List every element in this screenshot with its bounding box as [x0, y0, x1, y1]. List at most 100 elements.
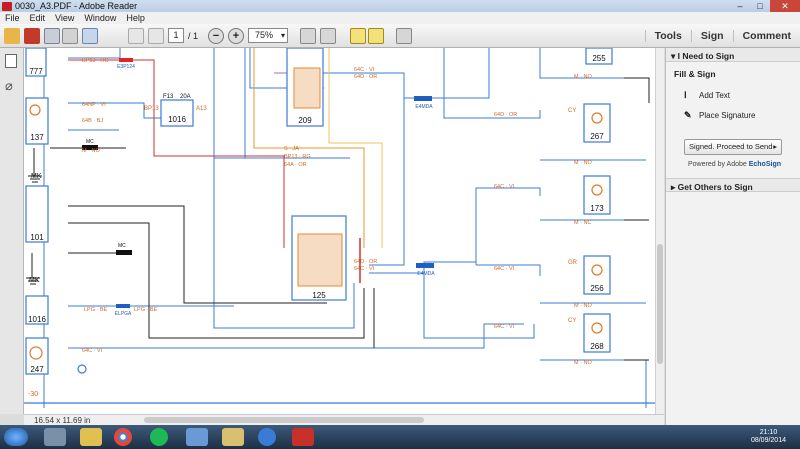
svg-text:M · NO: M · NO	[574, 74, 592, 80]
svg-text:64C · VI: 64C · VI	[494, 266, 515, 272]
menu-help[interactable]: Help	[126, 13, 145, 23]
previous-page-icon[interactable]	[128, 28, 144, 44]
svg-text:LPG · BE: LPG · BE	[84, 307, 108, 313]
vertical-scrollbar[interactable]	[655, 48, 664, 414]
horizontal-scrollbar[interactable]: 16.54 x 11.69 in	[24, 414, 664, 425]
component-255	[585, 48, 613, 65]
minimize-button[interactable]: –	[737, 1, 743, 11]
component-101	[25, 185, 49, 243]
label-e4mda-2: E4MDA	[417, 271, 435, 277]
svg-text:M · NC: M · NC	[574, 220, 591, 226]
taskbar-chrome-icon[interactable]	[114, 428, 132, 446]
fit-page-icon[interactable]	[300, 28, 316, 44]
label-125: 125	[312, 291, 326, 300]
navigation-pane: ⌀	[0, 48, 24, 414]
label-255: 255	[592, 54, 606, 63]
zoom-in-icon[interactable]: +	[228, 28, 244, 44]
connector-e3p124	[119, 58, 133, 62]
label-e4mda-1: E4MDA	[415, 104, 433, 110]
comment-icon[interactable]	[350, 28, 366, 44]
label-247: 247	[30, 365, 44, 374]
svg-text:64D · OR: 64D · OR	[354, 259, 377, 265]
label-173: 173	[590, 204, 604, 213]
tools-link[interactable]: Tools	[644, 30, 691, 42]
page-number-input[interactable]: 1	[168, 28, 184, 43]
taskbar-explorer-icon[interactable]	[44, 428, 66, 446]
label-e3p124: E3P124	[117, 64, 135, 70]
start-button[interactable]	[4, 428, 28, 446]
label-209: 209	[298, 116, 312, 125]
window-title: 0030_A3.PDF - Adobe Reader	[15, 1, 138, 11]
label-268: 268	[590, 342, 604, 351]
zoom-select[interactable]: 75%	[248, 28, 288, 43]
component-777	[25, 48, 47, 77]
label-20a: 20A	[180, 94, 191, 100]
label-mk-2: MK	[29, 277, 40, 284]
sign-link[interactable]: Sign	[690, 30, 733, 42]
create-pdf-icon[interactable]	[24, 28, 40, 44]
label-mc-2: MC	[118, 243, 126, 249]
page-total: / 1	[188, 31, 199, 41]
taskbar-spotify-icon[interactable]	[150, 428, 168, 446]
taskbar-adobe-reader-icon[interactable]	[292, 428, 314, 446]
fit-width-icon[interactable]	[320, 28, 336, 44]
vertical-scroll-thumb[interactable]	[657, 244, 663, 364]
zoom-out-icon[interactable]: −	[208, 28, 224, 44]
svg-text:BP13 · RG: BP13 · RG	[82, 58, 109, 64]
label-1016-fuse: 1016	[168, 115, 186, 124]
section-i-need-to-sign[interactable]: ▾ I Need to Sign	[666, 48, 800, 62]
svg-text:M · NO: M · NO	[574, 160, 592, 166]
taskbar-app-icon[interactable]	[186, 428, 208, 446]
email-icon[interactable]	[82, 28, 98, 44]
page-size-readout: 16.54 x 11.69 in	[34, 416, 91, 425]
maximize-button[interactable]: □	[757, 1, 763, 11]
label-mc-1: MC	[86, 139, 94, 145]
place-signature-tool[interactable]: ✎Place Signature	[684, 109, 756, 120]
section-get-others-to-sign[interactable]: ▸ Get Others to Sign	[666, 178, 800, 192]
next-page-icon[interactable]	[148, 28, 164, 44]
svg-text:64D · OR: 64D · OR	[494, 112, 517, 118]
comment-link[interactable]: Comment	[732, 30, 800, 42]
adobe-reader-icon	[2, 1, 12, 11]
label-1016: 1016	[28, 315, 46, 324]
pages-icon[interactable]	[5, 54, 17, 68]
wiring-diagram: BP13 · RG 64NP · VI 64B · BJ M · NO 64C …	[24, 48, 655, 408]
horizontal-scroll-thumb[interactable]	[144, 417, 424, 423]
svg-text:M · NO: M · NO	[82, 148, 100, 154]
label-minus-30: -30	[28, 391, 38, 398]
save-icon[interactable]	[44, 28, 60, 44]
signature-icon: ✎	[684, 109, 692, 120]
menu-edit[interactable]: Edit	[29, 13, 46, 23]
taskbar-flash-icon[interactable]	[258, 428, 276, 446]
toolbar: 1 / 1 − + 75%	[0, 24, 800, 48]
label-137: 137	[30, 133, 44, 142]
sign-tool-icon[interactable]	[396, 28, 412, 44]
print-icon[interactable]	[62, 28, 78, 44]
label-267: 267	[590, 132, 604, 141]
document-view[interactable]: BP13 · RG 64NP · VI 64B · BJ M · NO 64C …	[24, 48, 655, 414]
label-a13: A13	[196, 106, 207, 112]
attachments-icon[interactable]: ⌀	[5, 78, 13, 93]
svg-text:M · NO: M · NO	[574, 360, 592, 366]
menu-window[interactable]: Window	[84, 13, 117, 23]
connector-elpga	[116, 304, 130, 308]
echosign-link[interactable]: EchoSign	[748, 161, 781, 168]
label-cy-2: CY	[568, 318, 576, 324]
highlight-icon[interactable]	[368, 28, 384, 44]
menu-view[interactable]: View	[55, 13, 75, 23]
taskbar-files-icon[interactable]	[222, 428, 244, 446]
svg-text:S · JA: S · JA	[284, 146, 299, 152]
open-icon[interactable]	[4, 28, 20, 44]
proceed-to-send-button[interactable]: Signed. Proceed to Send	[684, 139, 782, 155]
menu-file[interactable]: File	[5, 13, 20, 23]
label-cy-1: CY	[568, 108, 576, 114]
svg-text:64NP · VI: 64NP · VI	[82, 102, 106, 108]
label-777: 777	[29, 67, 43, 76]
taskbar-folder-icon[interactable]	[80, 428, 102, 446]
close-button[interactable]: ✕	[770, 0, 800, 12]
connector-e4mda-2	[416, 263, 434, 268]
